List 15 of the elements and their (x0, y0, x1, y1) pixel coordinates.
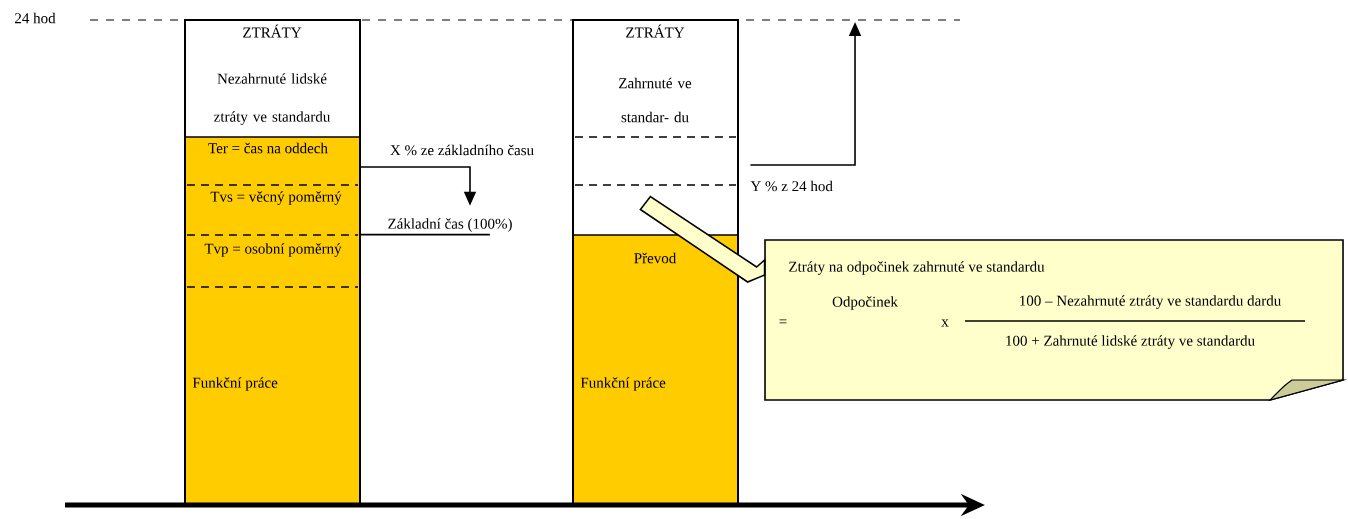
loss-band: ZTRÁTY Zahrnuté ve standar- du (573, 20, 738, 235)
node-label: Tvp = osobní poměrný (204, 243, 342, 257)
time-band: Tvs = věcný poměrný (185, 184, 360, 235)
node-label: Tvs = věcný poměrný (210, 191, 342, 205)
node-label: Ter = čas na oddech (208, 142, 328, 154)
edge-label: Y % z 24 hod (748, 178, 835, 194)
axis-label: 24 hod (15, 12, 56, 24)
base-line (359, 233, 491, 236)
time-band: Ter = čas na oddech (184, 136, 361, 185)
edge-label: X % ze základního času (387, 142, 537, 158)
work-band: Převod Funkční práce (572, 234, 739, 505)
callout-pointer (639, 195, 766, 283)
time-band: Tvp = osobní poměrný (185, 234, 360, 287)
base-time-label: Základní čas (100%) (388, 218, 512, 232)
loss-band: ZTRÁTY Nezahrnuté lidské ztráty ve standardu (185, 20, 360, 137)
